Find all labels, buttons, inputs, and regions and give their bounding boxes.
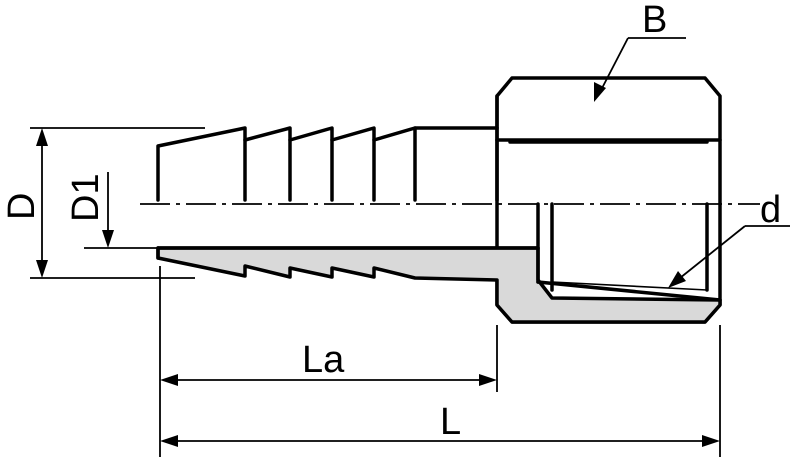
leader-B xyxy=(594,37,686,102)
dimension-D xyxy=(30,127,205,279)
nut-internal-thread xyxy=(536,202,722,302)
hose-barb-upper xyxy=(156,126,499,202)
label-B: B xyxy=(642,0,667,41)
label-L: L xyxy=(440,401,461,443)
dimension-La xyxy=(159,266,498,457)
dimension-L xyxy=(160,325,721,457)
label-d: d xyxy=(760,189,781,231)
dimension-D1 xyxy=(84,172,158,249)
label-D: D xyxy=(1,193,43,220)
hose-barb-section-lower xyxy=(156,246,722,324)
label-D1: D1 xyxy=(65,173,107,222)
label-La: La xyxy=(302,339,345,381)
leader-d xyxy=(668,225,790,288)
